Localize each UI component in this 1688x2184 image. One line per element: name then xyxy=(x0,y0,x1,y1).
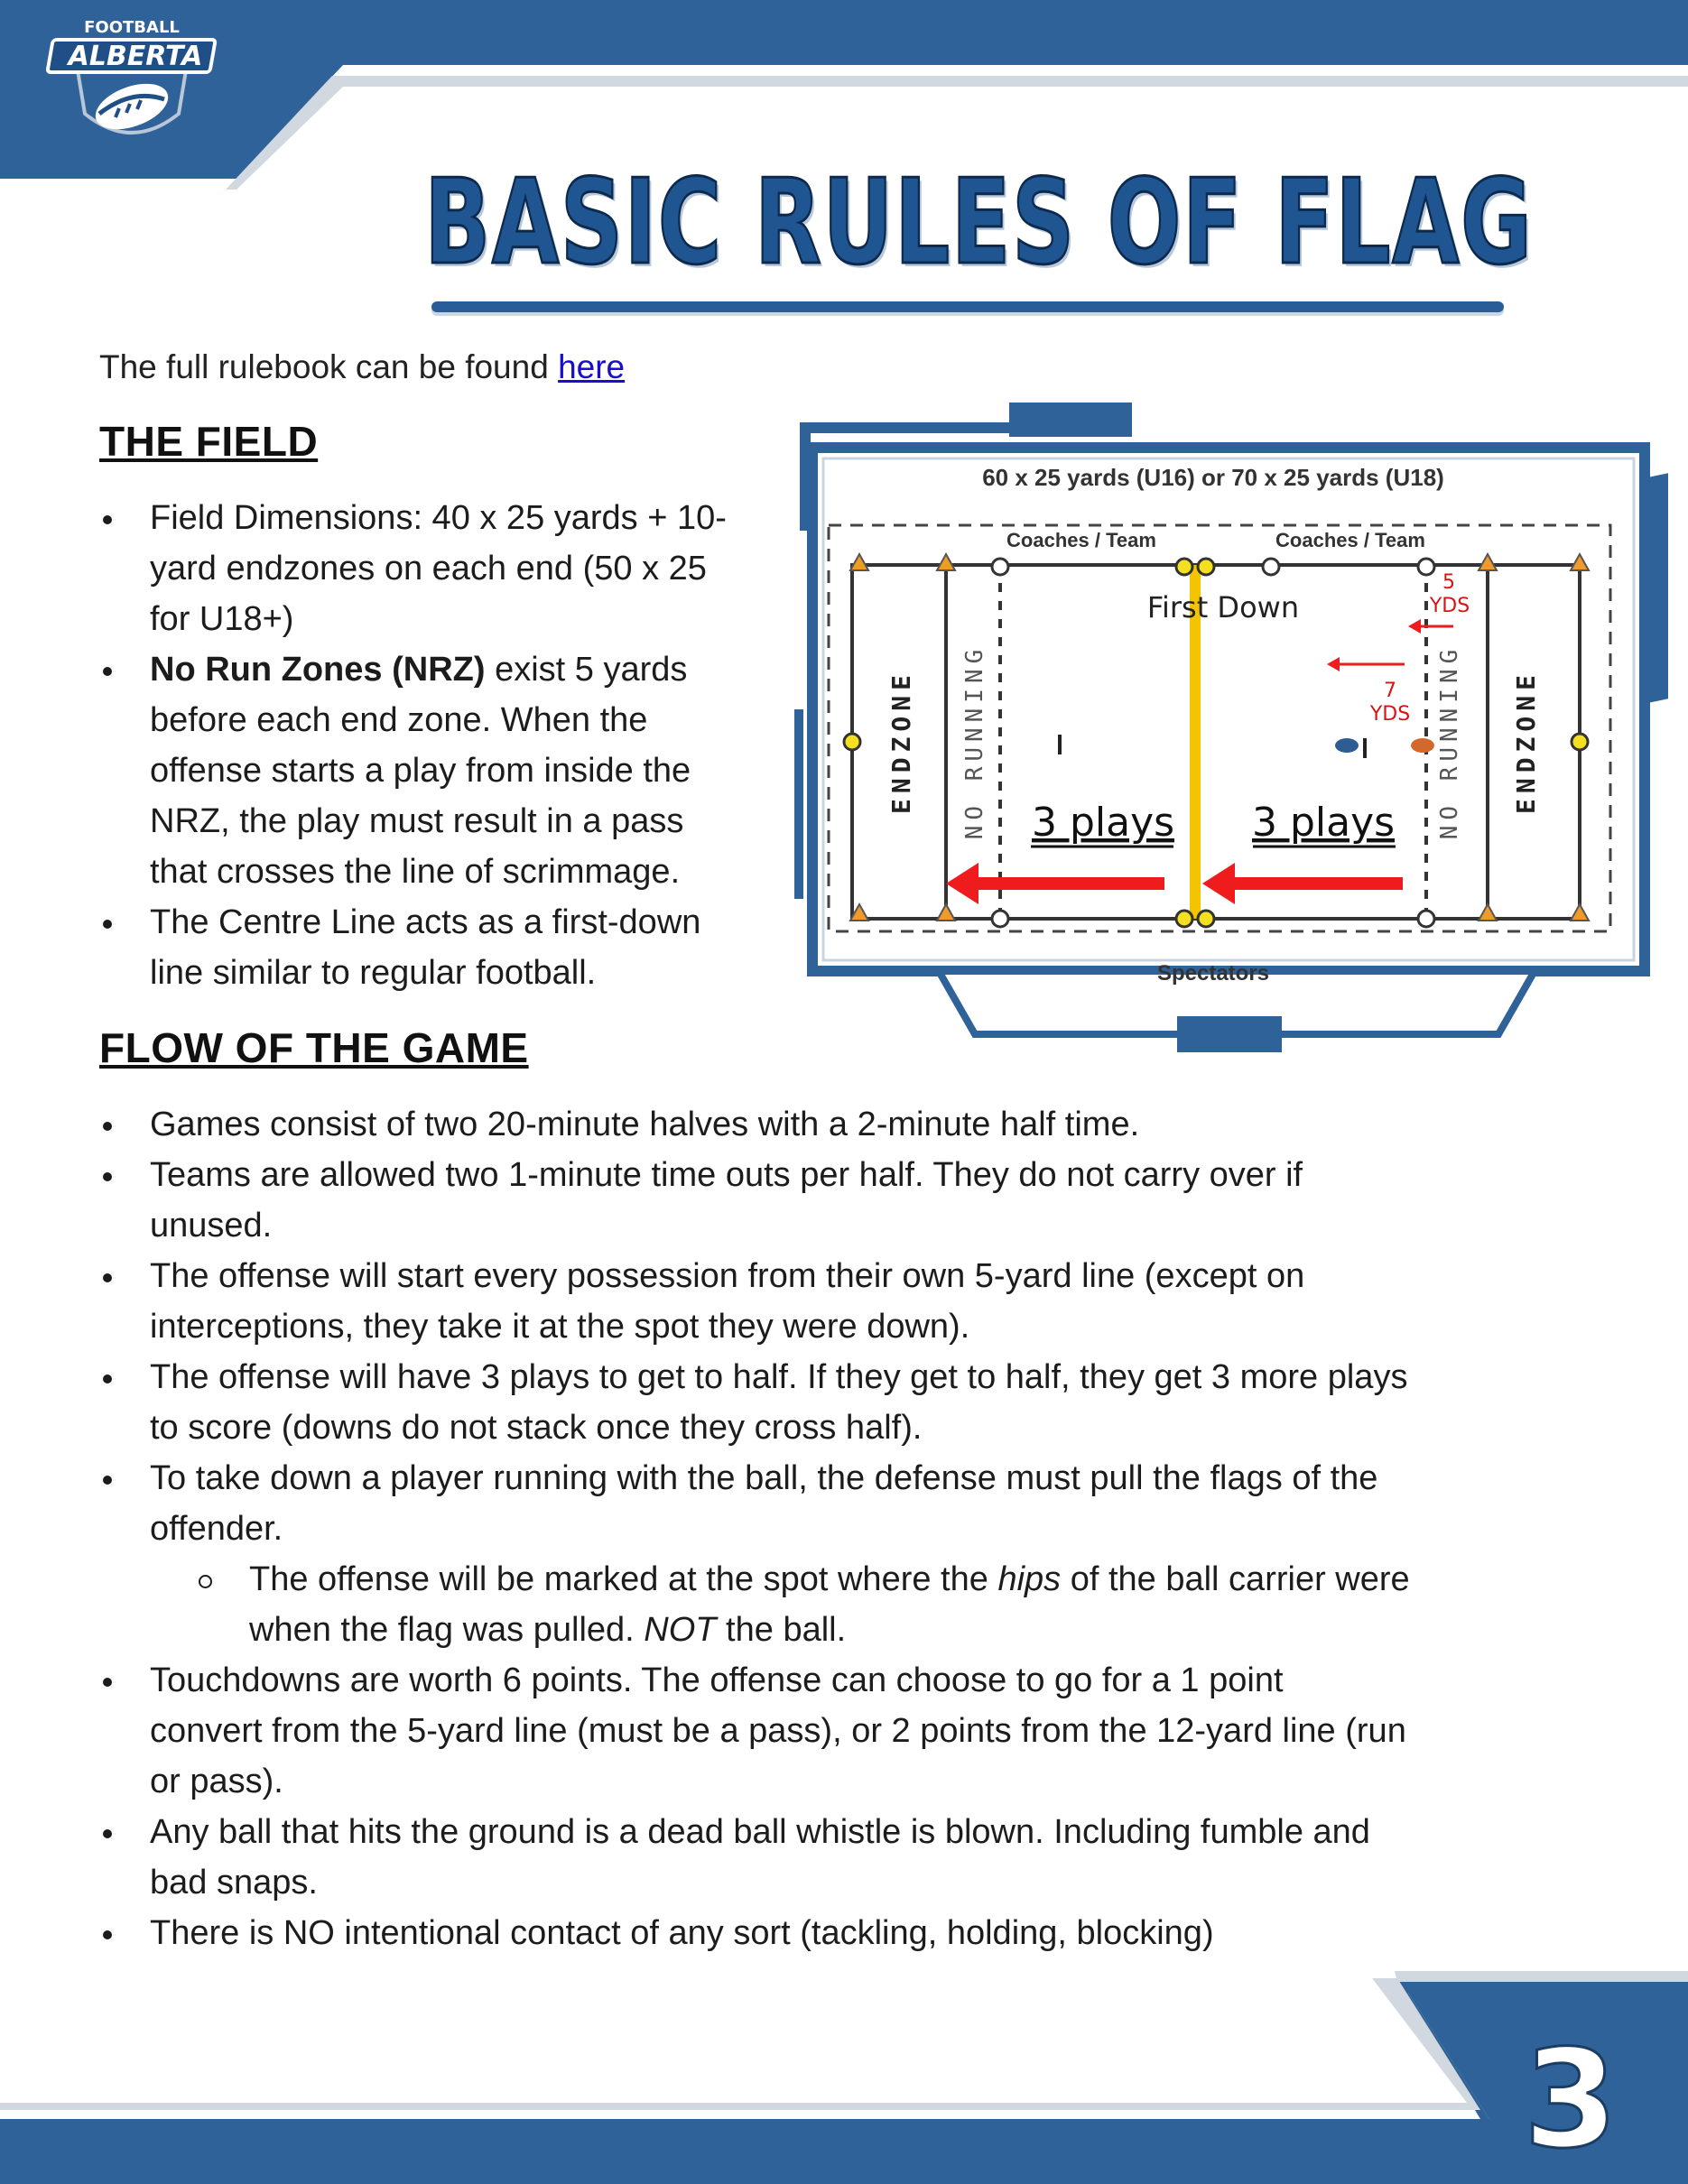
field-marker-icons xyxy=(842,557,1590,929)
no-running-left-label: NO RUNNING xyxy=(961,644,988,840)
intro-label: The full rulebook can be found xyxy=(99,348,559,385)
seven-yards-number: 7 xyxy=(1384,680,1396,702)
list-item: The offense will have 3 plays to get to … xyxy=(99,1352,1616,1453)
endzone-right-label: ENDZONE xyxy=(1511,670,1541,814)
field-diagram: 60 x 25 yards (U16) or 70 x 25 yards (U1… xyxy=(794,403,1668,1052)
ball-icon xyxy=(1411,738,1434,753)
spectators-label: Spectators xyxy=(1157,961,1269,986)
centre-line xyxy=(1190,565,1201,919)
list-item: The Centre Line acts as a first-down lin… xyxy=(99,897,803,998)
no-running-right-label: NO RUNNING xyxy=(1436,644,1463,840)
coaches-team-right-label: Coaches / Team xyxy=(1275,529,1425,551)
flow-section-heading: FLOW OF THE GAME xyxy=(99,1024,529,1071)
intro-text: The full rulebook can be found here xyxy=(99,348,625,386)
logo-main-text: ALBERTA xyxy=(67,41,203,72)
list-item: To take down a player running with the b… xyxy=(99,1453,1616,1554)
field-section-heading: THE FIELD xyxy=(99,418,319,465)
yardage-arrow-icons xyxy=(1327,619,1453,671)
nrz-term: No Run Zones (NRZ) xyxy=(150,651,486,689)
player-icon xyxy=(1335,738,1359,753)
list-item: Touchdowns are worth 6 points. The offen… xyxy=(99,1655,1616,1807)
flow-bullet-list: Games consist of two 20-minute halves wi… xyxy=(99,1099,1616,1958)
rulebook-link[interactable]: here xyxy=(558,348,626,385)
sub-list-item: The offense will be marked at the spot w… xyxy=(99,1554,1616,1655)
page-title: BASIC RULES OF FLAG xyxy=(423,153,1534,292)
list-item: Games consist of two 20-minute halves wi… xyxy=(99,1099,1616,1150)
five-yards-number: 5 xyxy=(1442,571,1455,594)
list-item: There is NO intentional contact of any s… xyxy=(99,1908,1616,1958)
three-plays-left-label: 3 plays xyxy=(1032,800,1174,846)
direction-arrow-icons xyxy=(946,863,1403,904)
list-item: Field Dimensions: 40 x 25 yards + 10- ya… xyxy=(99,493,803,644)
first-down-label: First Down xyxy=(1147,590,1299,625)
list-item: Teams are allowed two 1-minute time outs… xyxy=(99,1150,1616,1251)
field-dimensions-label: 60 x 25 yards (U16) or 70 x 25 yards (U1… xyxy=(982,464,1444,491)
coaches-team-left-label: Coaches / Team xyxy=(1006,529,1156,551)
list-item: Any ball that hits the ground is a dead … xyxy=(99,1807,1616,1908)
endzone-left-label: ENDZONE xyxy=(886,670,916,814)
three-plays-right-label: 3 plays xyxy=(1252,800,1395,846)
list-item: The offense will start every possession … xyxy=(99,1251,1616,1352)
field-bullet-list: Field Dimensions: 40 x 25 yards + 10- ya… xyxy=(99,493,803,998)
five-yards-unit: YDS xyxy=(1429,595,1470,617)
list-item: No Run Zones (NRZ) exist 5 yards before … xyxy=(99,644,803,897)
pylon-icons xyxy=(849,551,1591,921)
page-number: 3 xyxy=(1522,2021,1618,2180)
title-underline xyxy=(431,301,1504,312)
logo-top-text: FOOTBALL xyxy=(84,18,180,37)
seven-yards-unit: YDS xyxy=(1369,703,1410,726)
football-alberta-logo: FOOTBALL ALBERTA xyxy=(45,14,218,134)
